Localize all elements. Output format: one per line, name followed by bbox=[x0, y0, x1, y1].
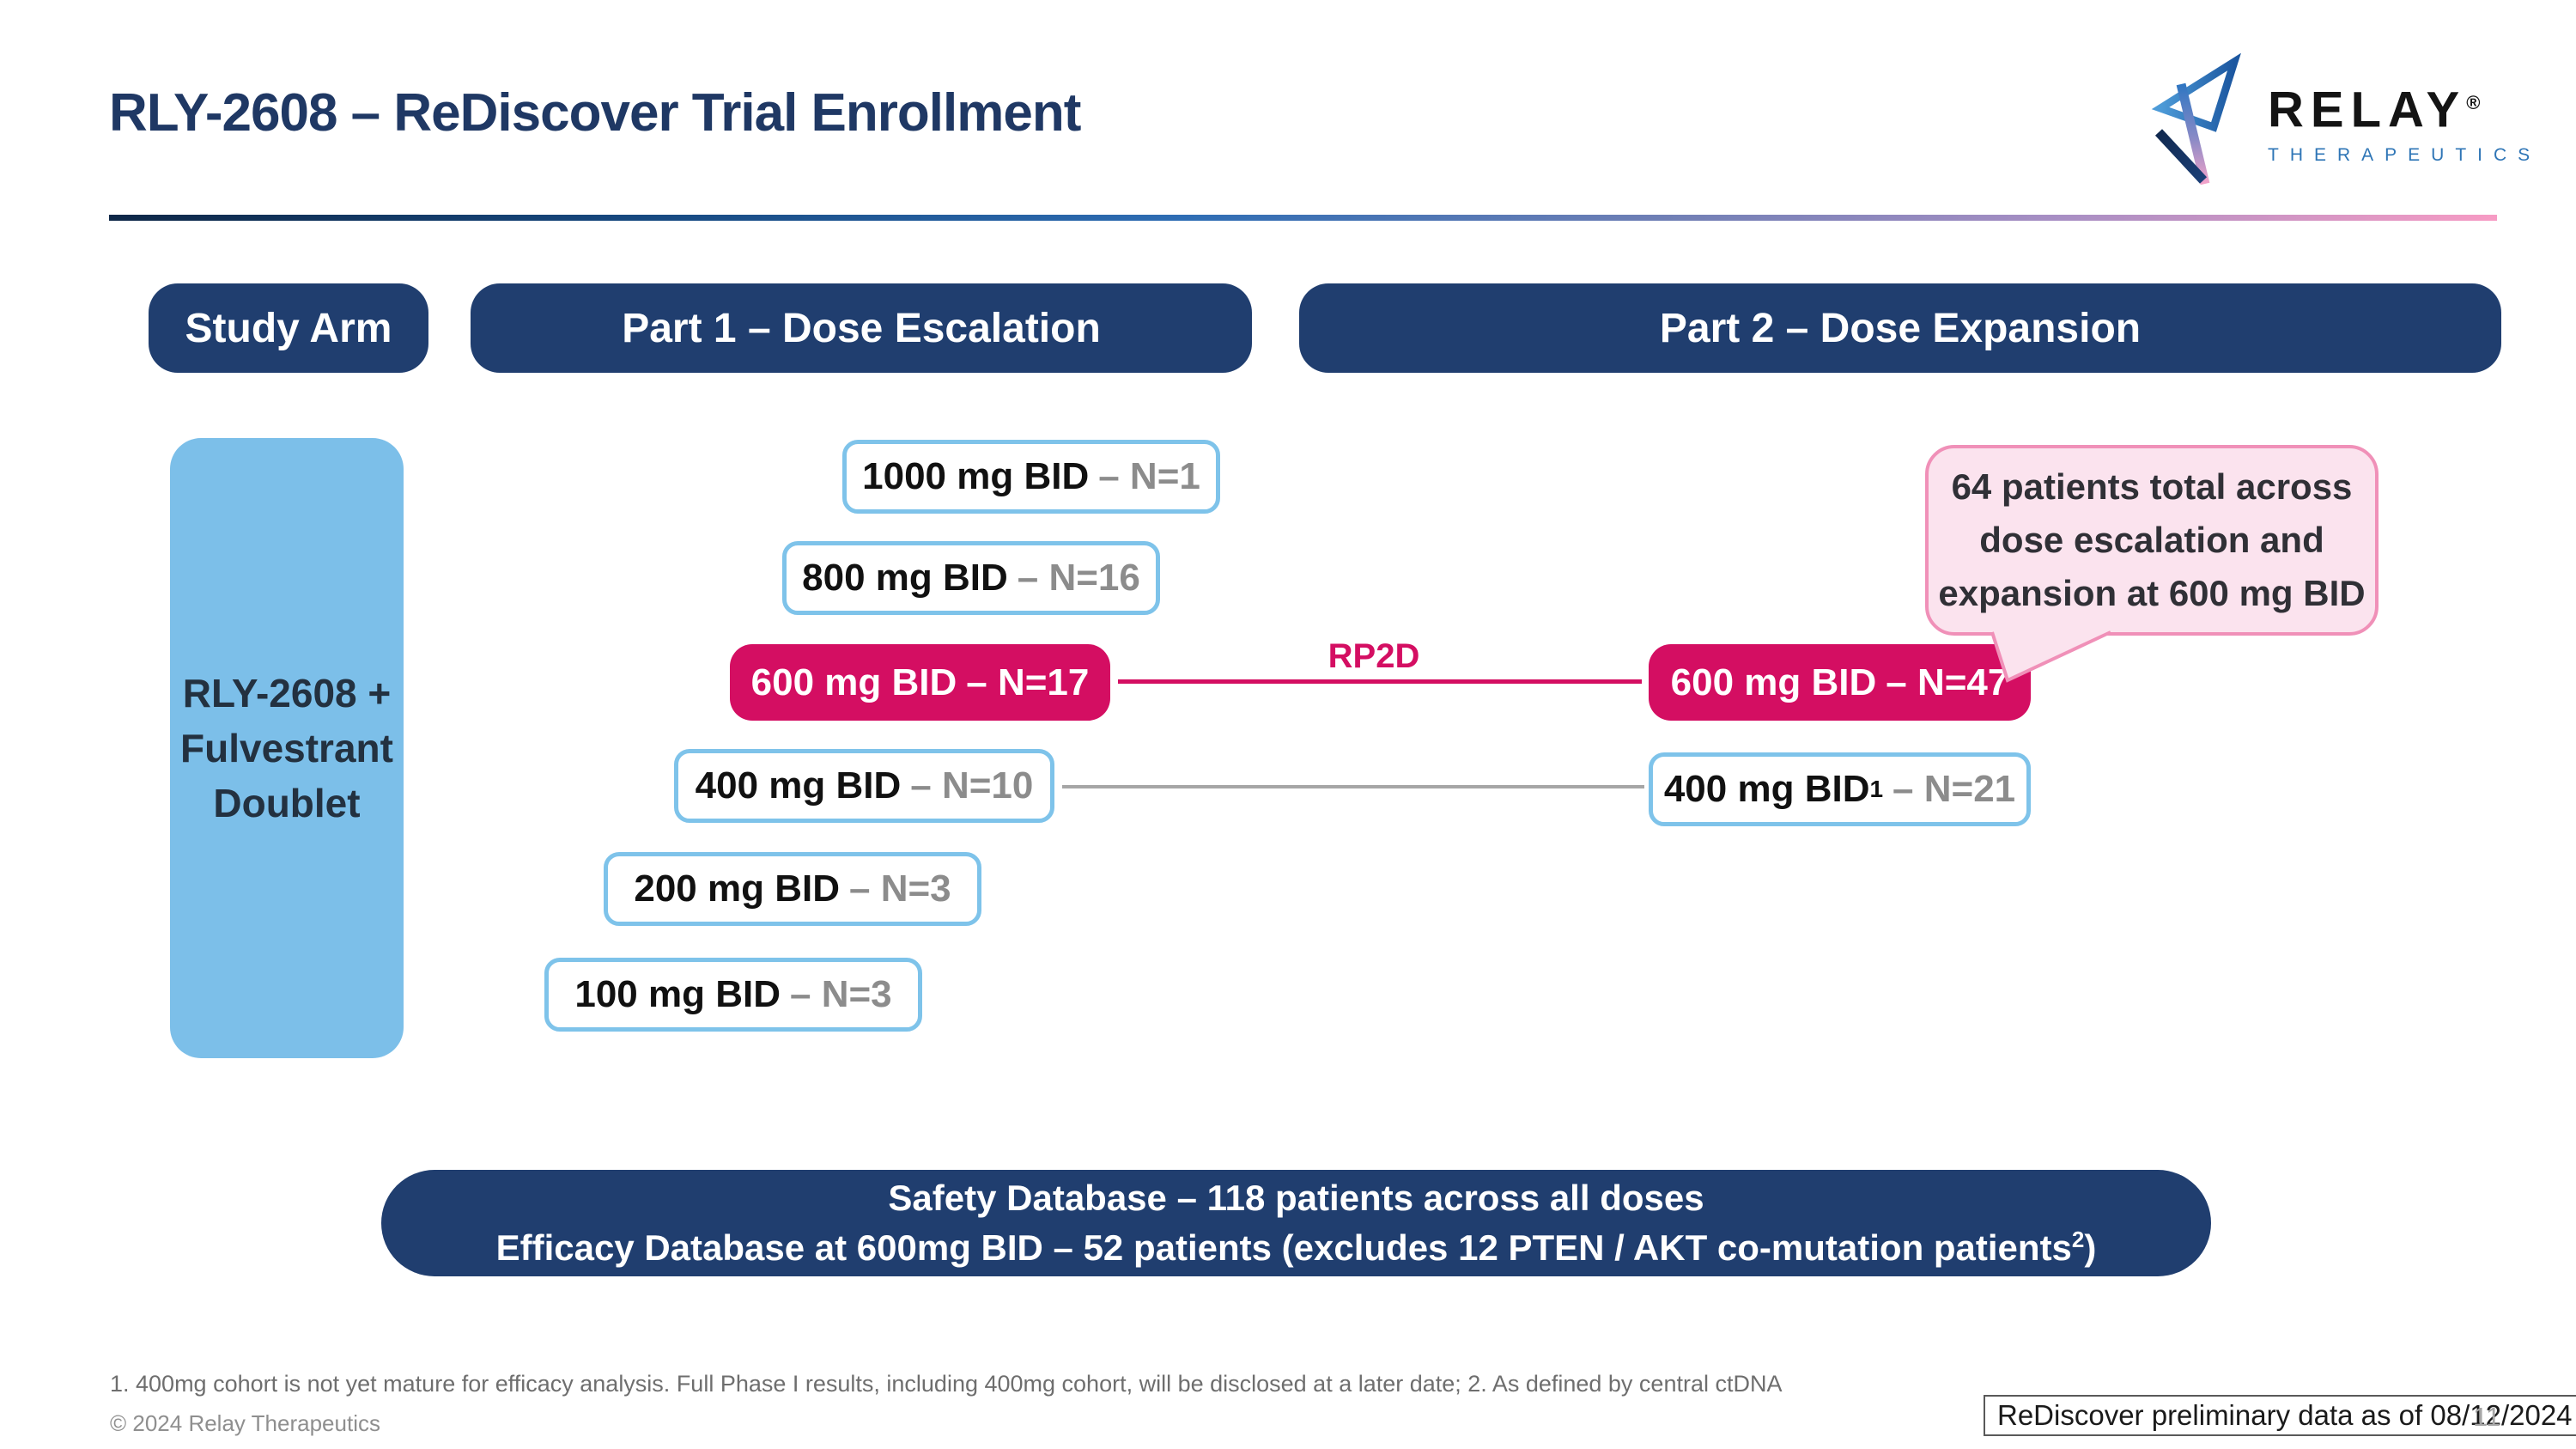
dose-n-label: – N=3 bbox=[790, 973, 892, 1015]
dose-label: 1000 mg BID bbox=[862, 455, 1090, 497]
dose-box-800mg: 800 mg BID – N=16 bbox=[782, 541, 1160, 615]
dose-box-600mg-expansion: 600 mg BID – N=47 bbox=[1649, 644, 2031, 721]
safety-database-line: Safety Database – 118 patients across al… bbox=[888, 1178, 1704, 1218]
efficacy-text: Efficacy Database at 600mg BID – 52 pati… bbox=[495, 1227, 2072, 1268]
callout-line: dose escalation and bbox=[1979, 520, 2324, 560]
title-divider bbox=[109, 215, 2497, 221]
study-arm-line: Doublet bbox=[213, 781, 361, 825]
column-header-study-arm: Study Arm bbox=[149, 283, 428, 373]
dose-n-label: – N=1 bbox=[1098, 455, 1200, 497]
logo-subtitle: THERAPEUTICS bbox=[2268, 145, 2542, 166]
data-as-of-note: ReDiscover preliminary data as of 08/12/… bbox=[1984, 1395, 2576, 1436]
callout-tail bbox=[1990, 630, 2111, 683]
study-arm-box: RLY-2608 + Fulvestrant Doublet bbox=[170, 438, 404, 1058]
dose-box-1000mg: 1000 mg BID – N=1 bbox=[842, 440, 1220, 514]
callout-line: 64 patients total across bbox=[1951, 466, 2353, 507]
dose-n-label: – N=10 bbox=[910, 764, 1034, 807]
dose-box-600mg-escalation: 600 mg BID – N=17 bbox=[730, 644, 1110, 721]
page-number: 11 bbox=[2473, 1402, 2501, 1432]
dose-box-200mg: 200 mg BID – N=3 bbox=[604, 852, 981, 926]
dose-label: 800 mg BID bbox=[802, 557, 1008, 599]
logo-wordmark: RELAY® bbox=[2268, 78, 2541, 135]
dose-label: 400 mg BID bbox=[1663, 768, 1870, 810]
relay-logo-icon bbox=[2151, 53, 2241, 186]
page-title: RLY-2608 – ReDiscover Trial Enrollment bbox=[109, 83, 1081, 143]
callout-line: expansion at 600 mg BID bbox=[1938, 573, 2366, 613]
dose-n-label: – N=17 bbox=[966, 661, 1090, 703]
dose-n-label: – N=21 bbox=[1893, 768, 2016, 810]
dose-label: 600 mg BID bbox=[750, 661, 957, 703]
dose-n-label: – N=16 bbox=[1017, 557, 1140, 599]
400mg-connector-line bbox=[1062, 785, 1644, 788]
study-arm-line: RLY-2608 + bbox=[182, 671, 392, 715]
database-summary-banner: Safety Database – 118 patients across al… bbox=[381, 1170, 2211, 1276]
efficacy-text-close: ) bbox=[2084, 1227, 2097, 1268]
dose-box-100mg: 100 mg BID – N=3 bbox=[544, 958, 922, 1032]
copyright: © 2024 Relay Therapeutics bbox=[110, 1410, 380, 1436]
rp2d-label: RP2D bbox=[1327, 637, 1420, 675]
rp2d-connector-line bbox=[1118, 679, 1642, 684]
logo-name-text: RELAY bbox=[2268, 82, 2467, 138]
efficacy-database-line: Efficacy Database at 600mg BID – 52 pati… bbox=[496, 1223, 2097, 1273]
dose-label: 100 mg BID bbox=[574, 973, 781, 1015]
dose-box-400mg-escalation: 400 mg BID – N=10 bbox=[674, 749, 1054, 823]
footnote: 1. 400mg cohort is not yet mature for ef… bbox=[110, 1371, 1783, 1397]
registered-mark: ® bbox=[2466, 91, 2481, 113]
dose-n-label: – N=3 bbox=[849, 868, 951, 910]
column-header-part2: Part 2 – Dose Expansion bbox=[1299, 283, 2501, 373]
patients-callout-bubble: 64 patients total across dose escalation… bbox=[1925, 445, 2379, 636]
footnote-ref-2: 2 bbox=[2071, 1227, 2085, 1252]
dose-label: 200 mg BID bbox=[634, 868, 840, 910]
relay-logo: RELAY® THERAPEUTICS bbox=[2151, 53, 2541, 191]
study-arm-line: Fulvestrant bbox=[180, 726, 393, 770]
dose-n-label: – N=47 bbox=[1886, 661, 2009, 703]
dose-label: 600 mg BID bbox=[1670, 661, 1877, 703]
column-header-part1: Part 1 – Dose Escalation bbox=[471, 283, 1252, 373]
dose-label: 400 mg BID bbox=[695, 764, 902, 807]
